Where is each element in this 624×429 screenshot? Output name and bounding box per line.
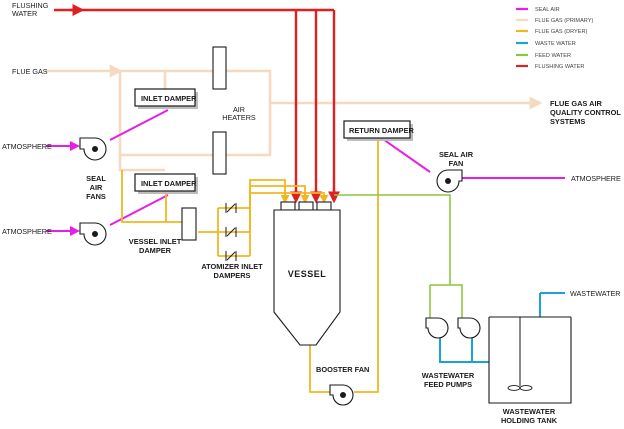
label-flue-gas-aqcs-1: FLUE GAS AIR <box>550 99 603 108</box>
label-flushing-water-2: WATER <box>12 9 37 18</box>
label-seal-air-fan-2: FAN <box>449 159 464 168</box>
return-damper-box <box>343 120 411 139</box>
label-inlet-damper-bottom: INLET DAMPER <box>141 179 197 188</box>
legend-feed-water: FEED WATER <box>535 53 571 59</box>
air-heater-bottom <box>212 131 227 175</box>
wastewater-feed-pump-2 <box>457 317 481 339</box>
label-wastewater: WASTEWATER <box>570 289 620 298</box>
label-air-heaters-1: AIR <box>233 105 245 114</box>
label-wastewater-holding-tank-2: HOLDING TANK <box>501 416 558 425</box>
air-heater-top <box>212 46 227 90</box>
legend-waste-water: WASTE WATER <box>535 41 576 47</box>
label-seal-air-fans-1: SEAL <box>86 174 106 183</box>
inlet-damper-top-box <box>134 88 196 107</box>
legend-seal-air: SEAL AIR <box>535 7 560 13</box>
label-atmosphere-top: ATMOSPHERE <box>2 142 52 151</box>
label-flue-gas: FLUE GAS <box>12 67 48 76</box>
inlet-damper-bottom-box <box>134 173 196 192</box>
seal-air-fan-right <box>436 169 463 193</box>
label-atmosphere-right: ATMOSPHERE <box>571 174 621 183</box>
feed-water-lines <box>334 194 463 325</box>
label-wastewater-holding-tank-1: WASTEWATER <box>503 407 556 416</box>
vessel-inlet-damper <box>181 207 197 241</box>
wastewater-feed-pump-1 <box>425 317 449 339</box>
label-seal-air-fans-3: FANS <box>86 192 106 201</box>
label-air-heaters-2: HEATERS <box>222 113 256 122</box>
legend-flushing-water: FLUSHING WATER <box>535 64 584 70</box>
label-wastewater-feed-pumps-1: WASTEWATER <box>422 371 475 380</box>
flue-gas-dryer-lines <box>121 140 379 393</box>
label-vessel: VESSEL <box>288 269 327 279</box>
label-seal-air-fan-1: SEAL AIR <box>439 150 474 159</box>
seal-air-fan-bottom <box>79 222 107 246</box>
label-flue-gas-aqcs-2: QUALITY CONTROL <box>550 108 621 117</box>
legend-flue-gas-primary: FLUE GAS (PRIMARY) <box>535 18 593 24</box>
label-atomizer-inlet-dampers-1: ATOMIZER INLET <box>201 262 263 271</box>
label-atomizer-inlet-dampers-2: DAMPERS <box>214 271 251 280</box>
label-vessel-inlet-damper-1: VESSEL INLET <box>129 237 182 246</box>
label-seal-air-fans-2: AIR <box>90 183 103 192</box>
label-wastewater-feed-pumps-2: FEED PUMPS <box>424 380 472 389</box>
seal-air-fan-top <box>79 137 107 161</box>
label-return-damper: RETURN DAMPER <box>349 126 415 135</box>
label-atmosphere-bottom: ATMOSPHERE <box>2 227 52 236</box>
label-flue-gas-aqcs-3: SYSTEMS <box>550 117 585 126</box>
label-inlet-damper-top: INLET DAMPER <box>141 94 197 103</box>
label-flushing-water-1: FLUSHING <box>12 1 49 10</box>
seal-air-lines <box>46 109 565 236</box>
legend: SEAL AIR FLUE GAS (PRIMARY) FLUE GAS (DR… <box>516 7 593 70</box>
wastewater-holding-tank <box>488 316 572 404</box>
vessel <box>273 201 341 346</box>
legend-flue-gas-dryer: FLUE GAS (DRYER) <box>535 29 588 35</box>
atomizer-inlet-dampers <box>225 203 237 261</box>
label-booster-fan: BOOSTER FAN <box>316 365 369 374</box>
booster-fan <box>329 384 354 406</box>
label-vessel-inlet-damper-2: DAMPER <box>139 246 172 255</box>
